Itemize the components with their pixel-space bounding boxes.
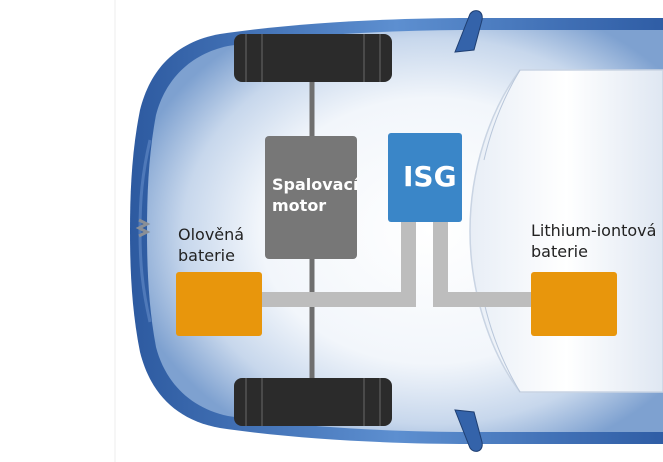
tire-bottom xyxy=(234,378,392,426)
isg-label: ISG xyxy=(403,160,457,193)
tire-top xyxy=(234,34,392,82)
isg-box xyxy=(388,133,462,222)
suzuki-logo-icon xyxy=(135,218,151,238)
lead-battery-box xyxy=(176,272,262,336)
lithium-battery-label-line1: Lithium-iontová xyxy=(531,221,657,240)
connector-lines xyxy=(260,220,533,307)
engine-label: Spalovací motor xyxy=(272,174,358,216)
engine-label-line1: Spalovací xyxy=(272,175,359,194)
lithium-battery-box xyxy=(531,272,617,336)
engine-box xyxy=(265,136,357,259)
lithium-battery-label-line2: baterie xyxy=(531,242,588,261)
lead-battery-label-line2: baterie xyxy=(178,246,235,265)
engine-label-line2: motor xyxy=(272,196,327,215)
lead-battery-label-line1: Olověná xyxy=(178,225,245,244)
lead-battery-label: Olověná baterie xyxy=(178,224,244,266)
lithium-battery-label: Lithium-iontová baterie xyxy=(531,220,656,262)
